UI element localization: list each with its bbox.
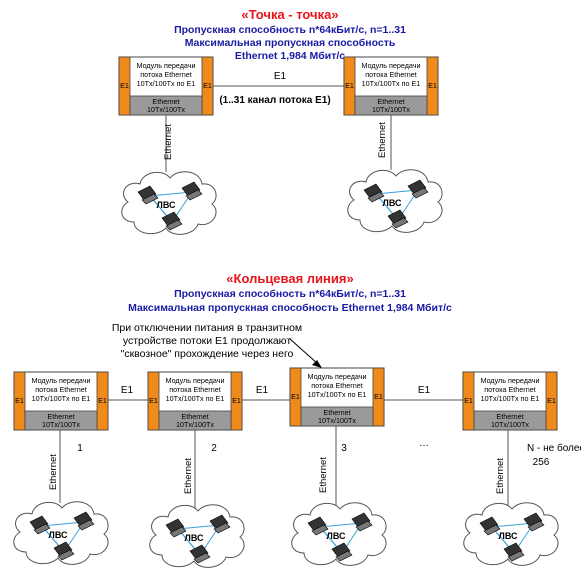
- lan-label: ЛВС: [383, 198, 402, 208]
- bottom-capacity-line: Пропускная способность n*64кБит/с, n=1..…: [174, 288, 406, 300]
- eth-port-line1: Ethernet: [496, 412, 523, 421]
- top-ethernet-label-left: Ethernet: [163, 124, 174, 160]
- module-text-line2: потока Ethernet: [169, 385, 220, 394]
- ring-lan-cloud-n: ЛВС: [463, 502, 559, 566]
- top-max-capacity-line: Максимальная пропускная способность: [185, 37, 396, 49]
- top-capacity-line: Пропускная способность n*64кБит/с, n=1..…: [174, 24, 406, 36]
- port-left-label: E1: [464, 396, 473, 405]
- lan-label: ЛВС: [327, 531, 346, 541]
- module-text-line1: Модуль передачи: [481, 376, 540, 385]
- node-label-3: 3: [341, 443, 347, 454]
- top-lan-cloud-right: ЛВС: [347, 169, 443, 233]
- eth-port-line2: 10Tx/100Tx: [176, 420, 214, 429]
- lan-label: ЛВС: [49, 530, 68, 540]
- top-title: «Точка - точка»: [241, 7, 338, 22]
- port-right-label: E1: [374, 392, 383, 401]
- module-text-line3: 10Tx/100Tx по E1: [481, 394, 540, 403]
- port-right-label: E1: [232, 396, 241, 405]
- module-text-line3: 10Tx/100Tx по E1: [362, 79, 421, 88]
- module-text-line3: 10Tx/100Tx по E1: [308, 390, 367, 399]
- ring-ethernet-label-2: Ethernet: [183, 458, 194, 494]
- top-ethernet-label-right: Ethernet: [377, 122, 388, 158]
- eth-port-line2: 10Tx/100Tx: [147, 105, 185, 114]
- bottom-max-capacity-line: Максимальная пропускная способность Ethe…: [128, 302, 452, 314]
- module-text-line2: потока Ethernet: [484, 385, 535, 394]
- eth-port-line2: 10Tx/100Tx: [372, 105, 410, 114]
- module-text-line3: 10Tx/100Tx по E1: [166, 394, 225, 403]
- node-label-n: N - не более: [527, 442, 581, 454]
- top-e1-link-label: E1: [274, 71, 287, 82]
- eth-port-line1: Ethernet: [323, 408, 350, 417]
- lan-label: ЛВС: [157, 200, 176, 210]
- lan-label: ЛВС: [499, 531, 518, 541]
- top-lan-cloud-left: ЛВС: [121, 171, 217, 235]
- ring-module-1: Модуль передачи потока Ethernet 10Tx/100…: [13, 371, 109, 431]
- transit-note-arrow: [289, 338, 319, 365]
- port-right-label: E1: [428, 81, 437, 90]
- top-module-right: Модуль передачи потока Ethernet 10Tx/100…: [343, 56, 439, 116]
- transit-note-arrowhead: [312, 360, 322, 368]
- module-text-line1: Модуль передачи: [308, 372, 367, 381]
- module-text-line2: потока Ethernet: [365, 70, 416, 79]
- ring-module-2: Модуль передачи потока Ethernet 10Tx/100…: [147, 371, 243, 431]
- ring-link-1-2-label: E1: [121, 385, 134, 396]
- ring-link-3-n-label: E1: [418, 385, 431, 396]
- eth-port-line1: Ethernet: [47, 412, 74, 421]
- bottom-title: «Кольцевая линия»: [226, 271, 353, 286]
- ring-lan-cloud-1: ЛВС: [13, 501, 109, 565]
- port-left-label: E1: [149, 396, 158, 405]
- port-right-label: E1: [547, 396, 556, 405]
- eth-port-line2: 10Tx/100Tx: [491, 420, 529, 429]
- module-text-line2: потока Ethernet: [140, 70, 191, 79]
- transit-note-line1: При отключении питания в транзитном: [112, 322, 302, 334]
- eth-port-line2: 10Tx/100Tx: [318, 416, 356, 425]
- eth-port-line2: 10Tx/100Tx: [42, 420, 80, 429]
- ring-ethernet-label-1: Ethernet: [48, 454, 59, 490]
- port-left-label: E1: [15, 396, 24, 405]
- port-left-label: E1: [120, 81, 129, 90]
- top-module-left: Модуль передачи потока Ethernet 10Tx/100…: [118, 56, 214, 116]
- ring-ellipsis: …: [419, 438, 429, 449]
- ring-module-n: Модуль передачи потока Ethernet 10Tx/100…: [462, 371, 558, 431]
- port-left-label: E1: [291, 392, 300, 401]
- ring-ethernet-label-n: Ethernet: [495, 458, 506, 494]
- top-ethernet-rate-line: Ethernet 1,984 Мбит/с: [235, 50, 345, 62]
- node-label-n-limit: 256: [533, 457, 550, 468]
- module-text-line3: 10Tx/100Tx по E1: [137, 79, 196, 88]
- module-text-line2: потока Ethernet: [311, 381, 362, 390]
- eth-port-line1: Ethernet: [181, 412, 208, 421]
- eth-port-line1: Ethernet: [152, 97, 179, 106]
- ring-lan-cloud-2: ЛВС: [149, 504, 245, 568]
- ring-ethernet-label-3: Ethernet: [318, 457, 329, 493]
- port-left-label: E1: [345, 81, 354, 90]
- port-right-label: E1: [98, 396, 107, 405]
- eth-port-line1: Ethernet: [377, 97, 404, 106]
- module-text-line1: Модуль передачи: [362, 61, 421, 70]
- lan-label: ЛВС: [185, 533, 204, 543]
- module-text-line3: 10Tx/100Tx по E1: [32, 394, 91, 403]
- ring-lan-cloud-3: ЛВС: [291, 502, 387, 566]
- port-right-label: E1: [203, 81, 212, 90]
- transit-note-line3: "сквозное" прохождение через него: [121, 348, 294, 360]
- node-label-2: 2: [211, 443, 217, 454]
- module-text-line1: Модуль передачи: [137, 61, 196, 70]
- module-text-line1: Модуль передачи: [32, 376, 91, 385]
- module-text-line2: потока Ethernet: [35, 385, 86, 394]
- top-channel-label: (1..31 канал потока E1): [219, 95, 330, 106]
- module-text-line1: Модуль передачи: [166, 376, 225, 385]
- ring-module-3: Модуль передачи потока Ethernet 10Tx/100…: [289, 367, 385, 427]
- node-label-1: 1: [77, 443, 83, 454]
- transit-note-line2: устройстве потоки E1 продолжают: [123, 335, 291, 347]
- ring-link-2-3-label: E1: [256, 385, 269, 396]
